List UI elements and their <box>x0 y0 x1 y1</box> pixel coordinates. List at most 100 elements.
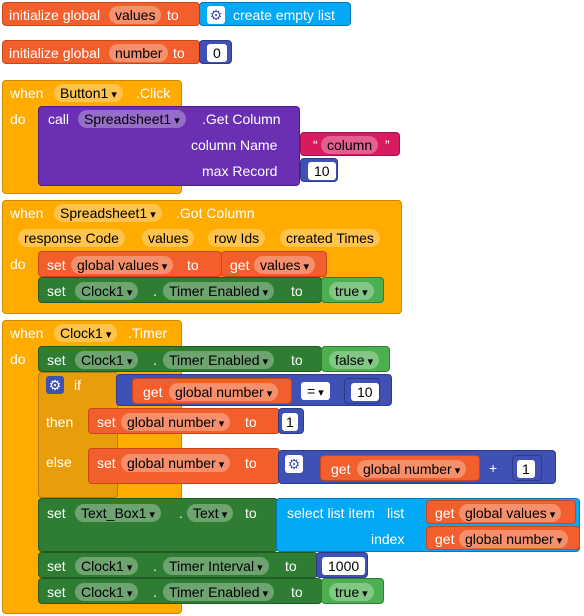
number-value[interactable]: 1000 <box>322 557 366 575</box>
var-dropdown-global-number[interactable]: global number <box>169 383 279 401</box>
dot-label: . <box>179 505 183 521</box>
logic-true-block[interactable]: true <box>321 578 384 604</box>
get-label: get <box>435 505 455 521</box>
var-dropdown-global-number[interactable]: global number <box>121 454 231 472</box>
dot-label: . <box>153 558 157 574</box>
component-dropdown-spreadsheet1[interactable]: Spreadsheet1 <box>54 204 162 222</box>
to-label: to <box>245 455 257 471</box>
number-value[interactable]: 10 <box>308 162 336 180</box>
event-name-got-column: .Got Column <box>176 205 255 221</box>
compare-operator-dropdown[interactable]: = <box>301 382 330 400</box>
method-get-column: .Get Column <box>202 111 281 127</box>
var-dropdown-global-number[interactable]: global number <box>121 413 231 431</box>
component-dropdown-text-box1[interactable]: Text_Box1 <box>75 504 161 522</box>
create-empty-list-label: create empty list <box>233 7 335 23</box>
set-clock1-timer-enabled-block[interactable]: set Clock1 . Timer Enabled to <box>38 578 322 604</box>
quote-open: “ <box>313 137 318 153</box>
get-values-block[interactable]: get values <box>221 251 327 277</box>
property-dropdown-timer-enabled[interactable]: Timer Enabled <box>163 351 275 369</box>
else-label: else <box>46 454 72 470</box>
component-dropdown-clock1[interactable]: Clock1 <box>75 282 139 300</box>
number-literal-block[interactable]: 10 <box>344 378 380 404</box>
param-created-times[interactable]: created Times <box>280 229 380 247</box>
param-response-code[interactable]: response Code <box>18 229 125 247</box>
set-text-box1-text-block[interactable]: set Text_Box1 . Text to <box>38 498 278 552</box>
number-value[interactable]: 1 <box>282 413 298 431</box>
index-label: index <box>371 531 405 547</box>
create-empty-list-block[interactable]: ⚙ create empty list <box>199 2 351 26</box>
number-literal-block[interactable]: 0 <box>199 40 232 64</box>
to-label: to <box>245 505 257 521</box>
component-dropdown-clock1[interactable]: Clock1 <box>75 557 139 575</box>
select-list-item-label: select list item <box>287 505 375 521</box>
component-dropdown-clock1[interactable]: Clock1 <box>75 351 139 369</box>
set-clock1-timer-enabled-block[interactable]: set Clock1 . Timer Enabled to <box>38 346 322 372</box>
var-dropdown-global-values[interactable]: global values <box>459 504 562 522</box>
var-dropdown-global-number[interactable]: global number <box>357 460 467 478</box>
get-label: get <box>143 384 163 400</box>
property-dropdown-timer-enabled[interactable]: Timer Enabled <box>163 282 275 300</box>
number-value[interactable]: 0 <box>207 44 227 62</box>
property-dropdown-timer-interval[interactable]: Timer Interval <box>163 557 269 575</box>
when-label: when <box>10 205 44 221</box>
when-label: when <box>10 325 44 341</box>
plus-label: + <box>489 460 498 476</box>
init-to-label: to <box>167 7 179 23</box>
var-dropdown-values[interactable]: values <box>254 256 316 274</box>
init-keyword: initialize global <box>9 45 101 61</box>
dot-label: . <box>153 352 157 368</box>
component-dropdown-clock1[interactable]: Clock1 <box>54 324 118 342</box>
get-label: get <box>435 531 455 547</box>
text-string-block[interactable]: “ column ” <box>300 132 400 156</box>
gear-icon[interactable]: ⚙ <box>207 6 225 24</box>
set-label: set <box>97 455 116 471</box>
gear-icon[interactable]: ⚙ <box>285 455 303 473</box>
get-global-number-block[interactable]: get global number <box>132 378 292 404</box>
list-label: list <box>387 505 405 521</box>
number-literal-block[interactable]: 1 <box>278 408 304 434</box>
set-label: set <box>47 505 66 521</box>
logic-dropdown-false[interactable]: false <box>329 351 380 369</box>
init-global-values-block[interactable]: initialize global values to <box>2 2 200 26</box>
logic-true-block[interactable]: true <box>321 277 384 303</box>
component-dropdown-clock1[interactable]: Clock1 <box>75 583 139 601</box>
text-value[interactable]: column <box>321 136 379 154</box>
logic-dropdown-true[interactable]: true <box>329 583 374 601</box>
get-global-number-block[interactable]: get global number <box>426 526 580 550</box>
logic-dropdown-true[interactable]: true <box>329 282 374 300</box>
var-dropdown-global-values[interactable]: global values <box>71 256 174 274</box>
property-dropdown-text[interactable]: Text <box>187 504 234 522</box>
number-literal-block[interactable]: 10 <box>300 158 338 182</box>
component-dropdown-button1[interactable]: Button1 <box>54 84 123 102</box>
init-global-number-block[interactable]: initialize global number to <box>2 40 200 64</box>
set-global-values-block[interactable]: set global values to <box>38 251 222 277</box>
set-clock1-timer-interval-block[interactable]: set Clock1 . Timer Interval to <box>38 552 318 578</box>
init-keyword: initialize global <box>9 7 101 23</box>
component-dropdown-spreadsheet1[interactable]: Spreadsheet1 <box>78 110 186 128</box>
if-label: if <box>74 377 81 393</box>
param-row-ids[interactable]: row Ids <box>208 229 266 247</box>
param-values[interactable]: values <box>142 229 195 247</box>
set-clock1-timer-enabled-block[interactable]: set Clock1 . Timer Enabled to <box>38 277 322 303</box>
param-column-name-label: column Name <box>191 137 278 153</box>
set-label: set <box>47 283 66 299</box>
to-label: to <box>245 414 257 430</box>
set-global-number-block[interactable]: set global number to <box>88 408 280 434</box>
when-label: when <box>10 85 44 101</box>
number-value[interactable]: 1 <box>517 460 535 478</box>
number-literal-block[interactable]: 1000 <box>316 552 368 578</box>
get-global-number-block[interactable]: get global number <box>320 455 480 481</box>
set-label: set <box>47 257 66 273</box>
global-name-number[interactable]: number <box>109 44 169 62</box>
get-global-values-block[interactable]: get global values <box>426 500 576 524</box>
global-name-values[interactable]: values <box>109 6 162 24</box>
to-label: to <box>291 283 303 299</box>
logic-false-block[interactable]: false <box>321 346 390 372</box>
property-dropdown-timer-enabled[interactable]: Timer Enabled <box>163 583 275 601</box>
dot-label: . <box>153 584 157 600</box>
gear-icon[interactable]: ⚙ <box>46 376 64 394</box>
number-literal-block[interactable]: 1 <box>512 455 542 481</box>
var-dropdown-global-number[interactable]: global number <box>459 530 569 548</box>
set-global-number-block[interactable]: set global number to <box>88 448 280 484</box>
number-value[interactable]: 10 <box>351 383 379 401</box>
